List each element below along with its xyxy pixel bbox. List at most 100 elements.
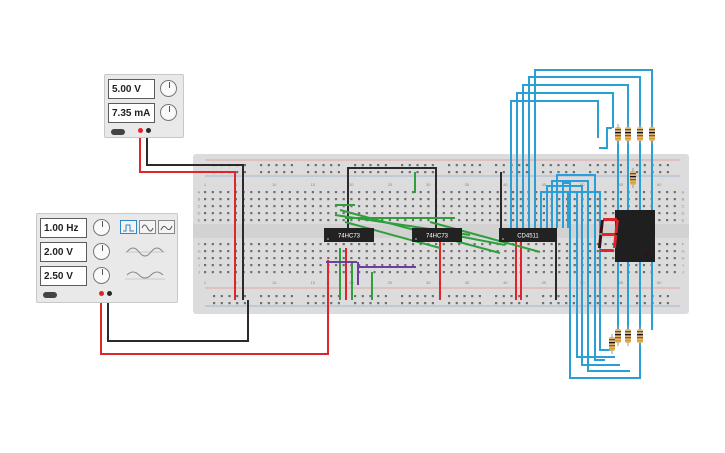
breadboard-hole[interactable] bbox=[589, 219, 592, 222]
breadboard-hole[interactable] bbox=[337, 164, 340, 167]
wires-resistors-to-display[interactable] bbox=[617, 140, 653, 330]
breadboard-hole[interactable] bbox=[365, 212, 368, 215]
breadboard-hole[interactable] bbox=[281, 257, 284, 260]
breadboard-hole[interactable] bbox=[281, 250, 284, 253]
breadboard-hole[interactable] bbox=[388, 212, 391, 215]
breadboard-hole[interactable] bbox=[496, 219, 499, 222]
breadboard-hole[interactable] bbox=[504, 198, 507, 201]
breadboard-hole[interactable] bbox=[496, 191, 499, 194]
breadboard-hole[interactable] bbox=[619, 205, 622, 208]
breadboard-hole[interactable] bbox=[673, 264, 676, 267]
breadboard-hole[interactable] bbox=[250, 219, 253, 222]
breadboard-hole[interactable] bbox=[612, 205, 615, 208]
breadboard-hole[interactable] bbox=[381, 271, 384, 274]
breadboard-hole[interactable] bbox=[589, 295, 592, 298]
breadboard-hole[interactable] bbox=[273, 191, 276, 194]
breadboard-hole[interactable] bbox=[465, 271, 468, 274]
breadboard-hole[interactable] bbox=[573, 271, 576, 274]
breadboard-hole[interactable] bbox=[204, 264, 207, 267]
breadboard-hole[interactable] bbox=[381, 212, 384, 215]
breadboard-hole[interactable] bbox=[542, 243, 545, 246]
breadboard-hole[interactable] bbox=[311, 271, 314, 274]
breadboard-hole[interactable] bbox=[512, 250, 515, 253]
breadboard-hole[interactable] bbox=[504, 219, 507, 222]
breadboard-hole[interactable] bbox=[365, 191, 368, 194]
breadboard-hole[interactable] bbox=[319, 205, 322, 208]
breadboard-hole[interactable] bbox=[535, 205, 538, 208]
breadboard-hole[interactable] bbox=[558, 243, 561, 246]
breadboard-hole[interactable] bbox=[458, 205, 461, 208]
breadboard-hole[interactable] bbox=[204, 243, 207, 246]
breadboard-hole[interactable] bbox=[442, 257, 445, 260]
breadboard-hole[interactable] bbox=[288, 219, 291, 222]
breadboard-hole[interactable] bbox=[565, 295, 568, 298]
breadboard-hole[interactable] bbox=[384, 302, 387, 305]
breadboard-hole[interactable] bbox=[504, 191, 507, 194]
breadboard-hole[interactable] bbox=[419, 198, 422, 201]
breadboard-hole[interactable] bbox=[673, 198, 676, 201]
breadboard-hole[interactable] bbox=[219, 212, 222, 215]
breadboard-hole[interactable] bbox=[288, 250, 291, 253]
breadboard-hole[interactable] bbox=[250, 205, 253, 208]
breadboard-hole[interactable] bbox=[596, 219, 599, 222]
breadboard-hole[interactable] bbox=[463, 302, 466, 305]
breadboard-hole[interactable] bbox=[411, 264, 415, 267]
breadboard-hole[interactable] bbox=[337, 302, 340, 305]
breadboard-hole[interactable] bbox=[273, 250, 276, 253]
breadboard-hole[interactable] bbox=[481, 250, 484, 253]
breadboard-hole[interactable] bbox=[281, 205, 284, 208]
breadboard-hole[interactable] bbox=[450, 257, 453, 260]
breadboard-hole[interactable] bbox=[411, 257, 415, 260]
breadboard-hole[interactable] bbox=[311, 243, 314, 246]
breadboard-hole[interactable] bbox=[373, 264, 376, 267]
triangle-wave-button[interactable] bbox=[158, 220, 175, 234]
breadboard-hole[interactable] bbox=[573, 198, 576, 201]
breadboard-hole[interactable] bbox=[604, 164, 607, 167]
breadboard-hole[interactable] bbox=[535, 191, 538, 194]
breadboard-hole[interactable] bbox=[257, 219, 261, 222]
breadboard-hole[interactable] bbox=[666, 243, 669, 246]
breadboard-hole[interactable] bbox=[273, 212, 276, 215]
breadboard-hole[interactable] bbox=[342, 219, 345, 222]
breadboard-hole[interactable] bbox=[512, 257, 515, 260]
breadboard-hole[interactable] bbox=[525, 171, 528, 174]
breadboard-hole[interactable] bbox=[228, 302, 231, 305]
breadboard-hole[interactable] bbox=[442, 212, 445, 215]
breadboard-hole[interactable] bbox=[478, 295, 481, 298]
breadboard-hole[interactable] bbox=[431, 302, 434, 305]
breadboard-hole[interactable] bbox=[542, 205, 545, 208]
breadboard-hole[interactable] bbox=[281, 212, 284, 215]
breadboard-hole[interactable] bbox=[327, 198, 330, 201]
breadboard-hole[interactable] bbox=[519, 219, 522, 222]
breadboard-hole[interactable] bbox=[558, 205, 561, 208]
breadboard-hole[interactable] bbox=[666, 264, 669, 267]
breadboard-hole[interactable] bbox=[557, 171, 560, 174]
breadboard-hole[interactable] bbox=[227, 205, 230, 208]
breadboard-hole[interactable] bbox=[219, 264, 222, 267]
breadboard-hole[interactable] bbox=[257, 198, 261, 201]
breadboard-hole[interactable] bbox=[549, 302, 552, 305]
breadboard-hole[interactable] bbox=[673, 205, 676, 208]
breadboard-hole[interactable] bbox=[478, 302, 481, 305]
breadboard-hole[interactable] bbox=[573, 250, 576, 253]
breadboard-hole[interactable] bbox=[281, 198, 284, 201]
breadboard-hole[interactable] bbox=[565, 164, 568, 167]
breadboard-hole[interactable] bbox=[377, 171, 380, 174]
breadboard-hole[interactable] bbox=[219, 271, 222, 274]
breadboard-hole[interactable] bbox=[288, 191, 291, 194]
breadboard-hole[interactable] bbox=[458, 257, 461, 260]
breadboard-hole[interactable] bbox=[377, 164, 380, 167]
breadboard-hole[interactable] bbox=[435, 257, 438, 260]
breadboard-hole[interactable] bbox=[658, 205, 661, 208]
positive-terminal[interactable] bbox=[138, 128, 143, 133]
breadboard-hole[interactable] bbox=[550, 264, 553, 267]
breadboard-hole[interactable] bbox=[373, 257, 376, 260]
breadboard-hole[interactable] bbox=[307, 164, 310, 167]
offset-readout[interactable]: 2.50 V bbox=[40, 266, 87, 286]
breadboard-hole[interactable] bbox=[455, 164, 458, 167]
breadboard-hole[interactable] bbox=[658, 198, 661, 201]
breadboard-hole[interactable] bbox=[666, 191, 669, 194]
breadboard-hole[interactable] bbox=[442, 243, 445, 246]
breadboard-hole[interactable] bbox=[275, 171, 278, 174]
breadboard-hole[interactable] bbox=[496, 205, 499, 208]
